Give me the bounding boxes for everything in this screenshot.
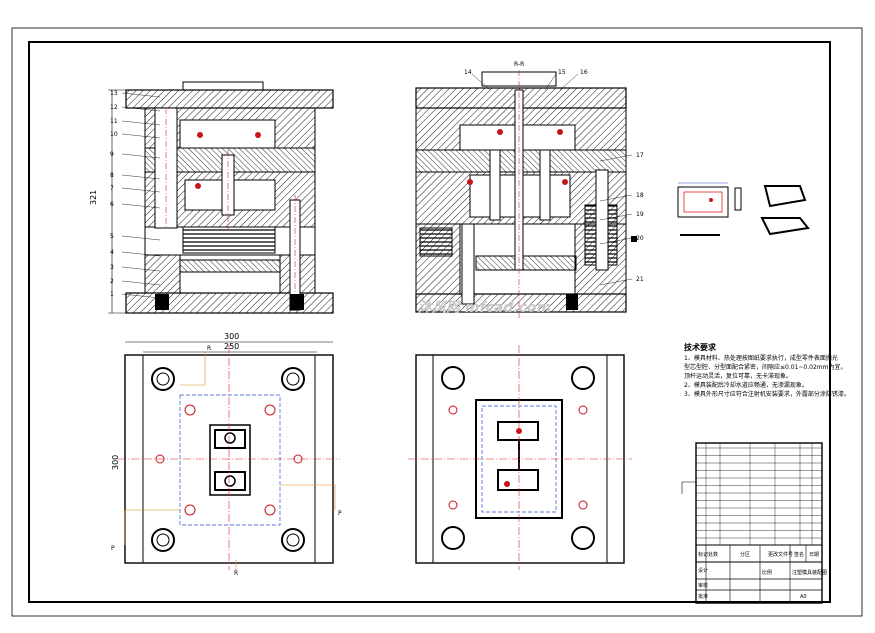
outer-frame [11, 27, 863, 617]
callout-leader [121, 153, 161, 159]
callout-leader [121, 251, 161, 257]
callout-leader [121, 106, 161, 112]
tb-drawing-name: 注塑模具装配图 [792, 569, 827, 576]
dim-300-vertical: 300 [111, 455, 120, 470]
tb-label-zone: 分区 [740, 551, 750, 558]
part-callout: 11 [110, 118, 118, 125]
part-detail-sketches [677, 182, 810, 236]
dim-height-label: 321 [89, 190, 98, 205]
tech-notes: 技术要求 1、模具材料、热处理按图纸要求执行，成型零件表面抛光 型芯型腔、分型面… [684, 342, 850, 398]
callout-leader [121, 235, 161, 241]
tech-note-line: 2、模具装配后冷却水道应畅通，无渗漏现象。 [684, 381, 808, 389]
part-callout: 12 [110, 104, 118, 111]
part-callout: 3 [110, 264, 114, 271]
callouts-left: 13 12 11 10 9 8 7 6 5 4 3 2 1 [110, 90, 161, 299]
part-callout: 9 [110, 151, 114, 158]
plan-mark-p-left: P [111, 545, 115, 552]
callout-leader [599, 154, 633, 162]
callout-leader [599, 278, 633, 286]
tb-label-date: 日期 [809, 552, 819, 558]
callout-leader [599, 213, 633, 221]
tech-notes-title: 技术要求 [684, 342, 717, 352]
plan-mark-r-bottom: R [234, 570, 238, 577]
tb-row-review: 审核 [698, 582, 708, 589]
part-callout: 13 [110, 90, 118, 97]
callout-leader [599, 194, 633, 202]
plan-mark-p-right: P [338, 510, 342, 517]
section-label: R-R [514, 61, 524, 68]
side-section-view: R-R 14 15 16 17 18 19 20 21 [415, 61, 644, 318]
part-callout: 4 [110, 249, 114, 256]
part-callout: 5 [110, 233, 114, 240]
callout-leader [121, 133, 161, 139]
callout-leader [121, 280, 161, 286]
callout-leader [559, 73, 579, 91]
dim-300: 300 [224, 332, 239, 341]
plan-view-fixed [408, 345, 632, 570]
tech-note-line: 3、模具外形尺寸应符合注射机安装要求，外露部分涂防锈漆。 [684, 390, 850, 398]
callout-leader [121, 266, 161, 272]
tb-label-doc: 更改文件号 [768, 551, 793, 558]
plan-view-moving: 300 250 300 R R P P [111, 332, 342, 577]
part-callout: 2 [110, 278, 114, 285]
part-callout: 20 [636, 235, 644, 242]
part-callout: 10 [110, 131, 118, 138]
tb-label-count: 处数 [708, 551, 718, 558]
part-callout: 19 [636, 211, 644, 218]
part-callout: 1 [110, 291, 114, 298]
callout-leader [121, 120, 161, 126]
tech-note-line: 顶杆运动灵活，复位可靠，无卡滞现象。 [684, 372, 792, 380]
part-callout: 7 [110, 185, 114, 192]
part-callout: 16 [580, 69, 588, 76]
tb-label-mark: 标记 [698, 551, 708, 558]
callouts-right: 14 15 16 17 18 19 20 21 [464, 69, 644, 286]
callout-leader [121, 293, 161, 299]
callout-leader [544, 73, 557, 91]
part-callout: 18 [636, 192, 644, 199]
part-callout: 21 [636, 276, 644, 283]
tb-row-design: 设计 [698, 567, 708, 574]
part-callout: 14 [464, 69, 472, 76]
title-block: 标记 处数 分区 更改文件号 签名 日期 设计 审核 批准 比例 注塑模具装配图… [695, 442, 827, 604]
watermark: 沐风网 mfcad.com [418, 300, 551, 316]
part-callout: 6 [110, 201, 114, 208]
inner-frame [28, 41, 831, 603]
tech-note-line: 1、模具材料、热处理按图纸要求执行，成型零件表面抛光 [684, 354, 838, 362]
dim-250: 250 [224, 342, 239, 351]
callout-leader [121, 92, 161, 98]
part-callout: 8 [110, 172, 114, 179]
callout-leader [121, 174, 161, 180]
plan-mark-r-top: R [207, 345, 211, 352]
part-callout: 17 [636, 152, 644, 159]
part-callout: 15 [558, 69, 566, 76]
callout-leader [599, 237, 633, 245]
callout-leader [471, 73, 491, 91]
callout-leader [121, 187, 161, 193]
tb-row-approve: 批准 [698, 593, 708, 600]
tb-sheet-size: A0 [800, 594, 807, 600]
tech-note-line: 型芯型腔、分型面配合紧密，间隙应≤0.01~0.02mm为宜。 [684, 363, 846, 371]
tb-label-sign: 签名 [794, 551, 804, 558]
callout-leader [121, 203, 161, 209]
tb-scale: 比例 [762, 569, 772, 576]
